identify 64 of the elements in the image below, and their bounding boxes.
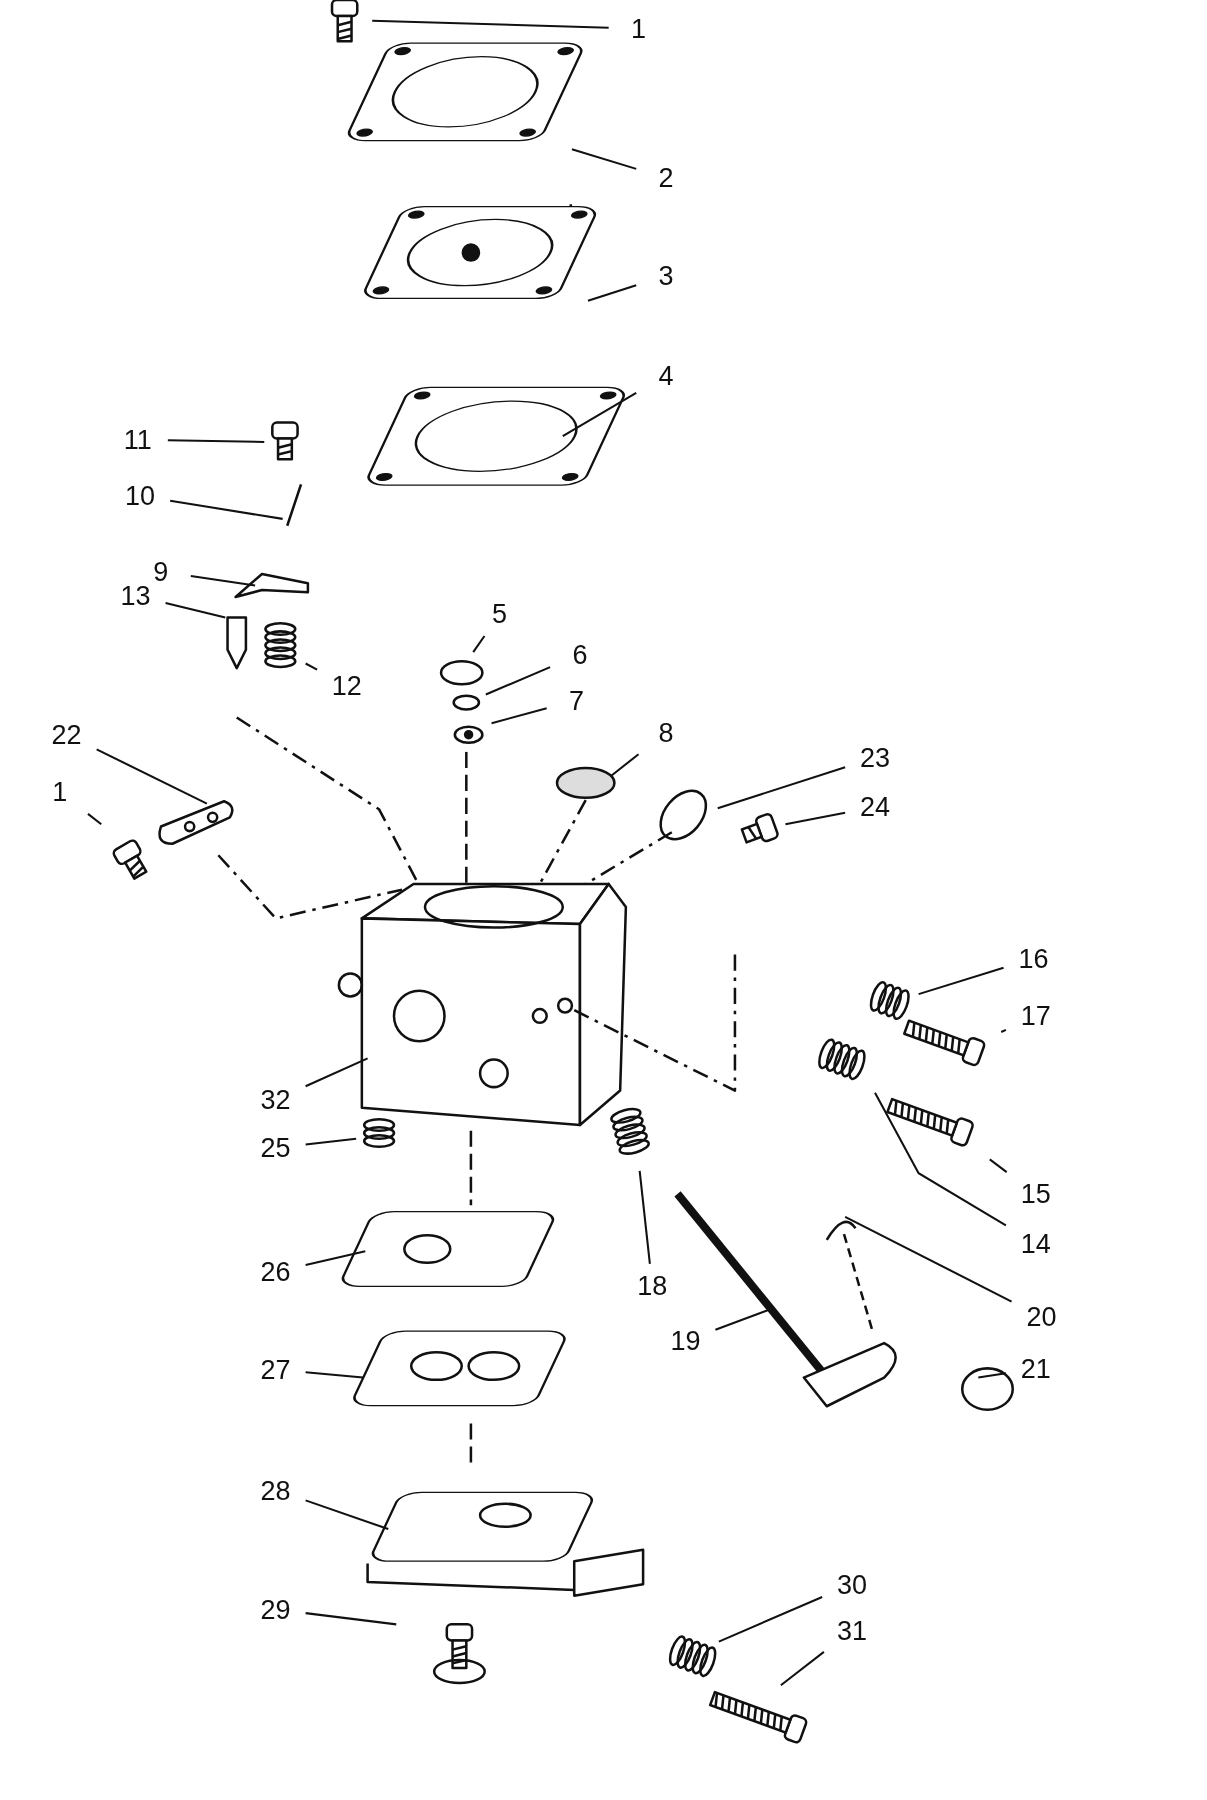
leader-line bbox=[305, 1137, 357, 1146]
callout-number: 12 bbox=[331, 671, 362, 700]
leader-line bbox=[610, 753, 640, 777]
leader-line bbox=[587, 284, 637, 302]
callout-number: 2 bbox=[658, 164, 674, 192]
callout-number: 30 bbox=[837, 1570, 868, 1599]
callout-number: 9 bbox=[153, 557, 169, 586]
leader-line bbox=[96, 748, 208, 805]
callout-number: 15 bbox=[1020, 1180, 1051, 1209]
leader-line bbox=[1000, 1028, 1007, 1033]
callout-number: 18 bbox=[637, 1272, 668, 1301]
leader-line bbox=[165, 602, 226, 619]
callout-number: 13 bbox=[120, 582, 151, 611]
leader-line bbox=[989, 1158, 1008, 1173]
callout-number: 14 bbox=[1020, 1229, 1051, 1258]
leader-line bbox=[305, 1499, 389, 1531]
leader-line bbox=[718, 1596, 823, 1643]
leader-line bbox=[372, 19, 609, 29]
leader-line bbox=[844, 1215, 1013, 1303]
leader-line bbox=[918, 966, 1004, 996]
callout-number: 6 bbox=[572, 640, 588, 669]
leader-line bbox=[87, 813, 102, 826]
leader-line bbox=[305, 1250, 366, 1267]
callout-number: 24 bbox=[860, 793, 891, 822]
leader-line bbox=[190, 575, 256, 587]
leader-line bbox=[472, 635, 486, 653]
callout-number: 32 bbox=[260, 1086, 291, 1115]
callout-number: 22 bbox=[51, 721, 82, 749]
callout-number: 31 bbox=[837, 1616, 868, 1645]
leader-line bbox=[305, 1057, 368, 1088]
callout-number: 3 bbox=[658, 261, 674, 290]
callout-number: 10 bbox=[125, 482, 156, 511]
callout-number: 5 bbox=[492, 600, 508, 629]
leader-line bbox=[717, 766, 846, 810]
callout-number: 19 bbox=[670, 1327, 701, 1356]
callout-number: 28 bbox=[260, 1476, 291, 1505]
leader-line bbox=[170, 499, 283, 520]
callout-number: 1 bbox=[52, 778, 68, 807]
callout-number: 27 bbox=[260, 1356, 291, 1385]
callout-number: 23 bbox=[860, 743, 891, 772]
callout-number: 1 bbox=[631, 14, 647, 43]
callout-number: 29 bbox=[260, 1596, 291, 1625]
leader-line bbox=[485, 666, 551, 696]
leader-line bbox=[638, 1170, 651, 1264]
callout-number: 26 bbox=[260, 1258, 291, 1287]
callout-number: 16 bbox=[1018, 944, 1049, 973]
callout-number: 25 bbox=[260, 1134, 291, 1163]
callout-number: 4 bbox=[658, 361, 674, 390]
callout-number: 8 bbox=[658, 718, 674, 747]
leader-line bbox=[978, 1372, 1007, 1379]
leader-line bbox=[305, 1371, 364, 1379]
callout-number: 21 bbox=[1020, 1354, 1051, 1383]
callout-number: 7 bbox=[569, 686, 584, 715]
leader-line bbox=[305, 662, 318, 671]
leader-line bbox=[785, 811, 846, 826]
callout-number: 17 bbox=[1020, 1002, 1051, 1031]
leader-line bbox=[780, 1651, 825, 1686]
callout-number: 20 bbox=[1026, 1303, 1057, 1332]
leader-line bbox=[571, 148, 637, 170]
leader-line bbox=[305, 1612, 397, 1626]
leader-line bbox=[491, 707, 547, 725]
leader-line bbox=[167, 439, 265, 443]
leader-line bbox=[874, 1092, 1007, 1227]
callout-number: 11 bbox=[123, 425, 152, 454]
